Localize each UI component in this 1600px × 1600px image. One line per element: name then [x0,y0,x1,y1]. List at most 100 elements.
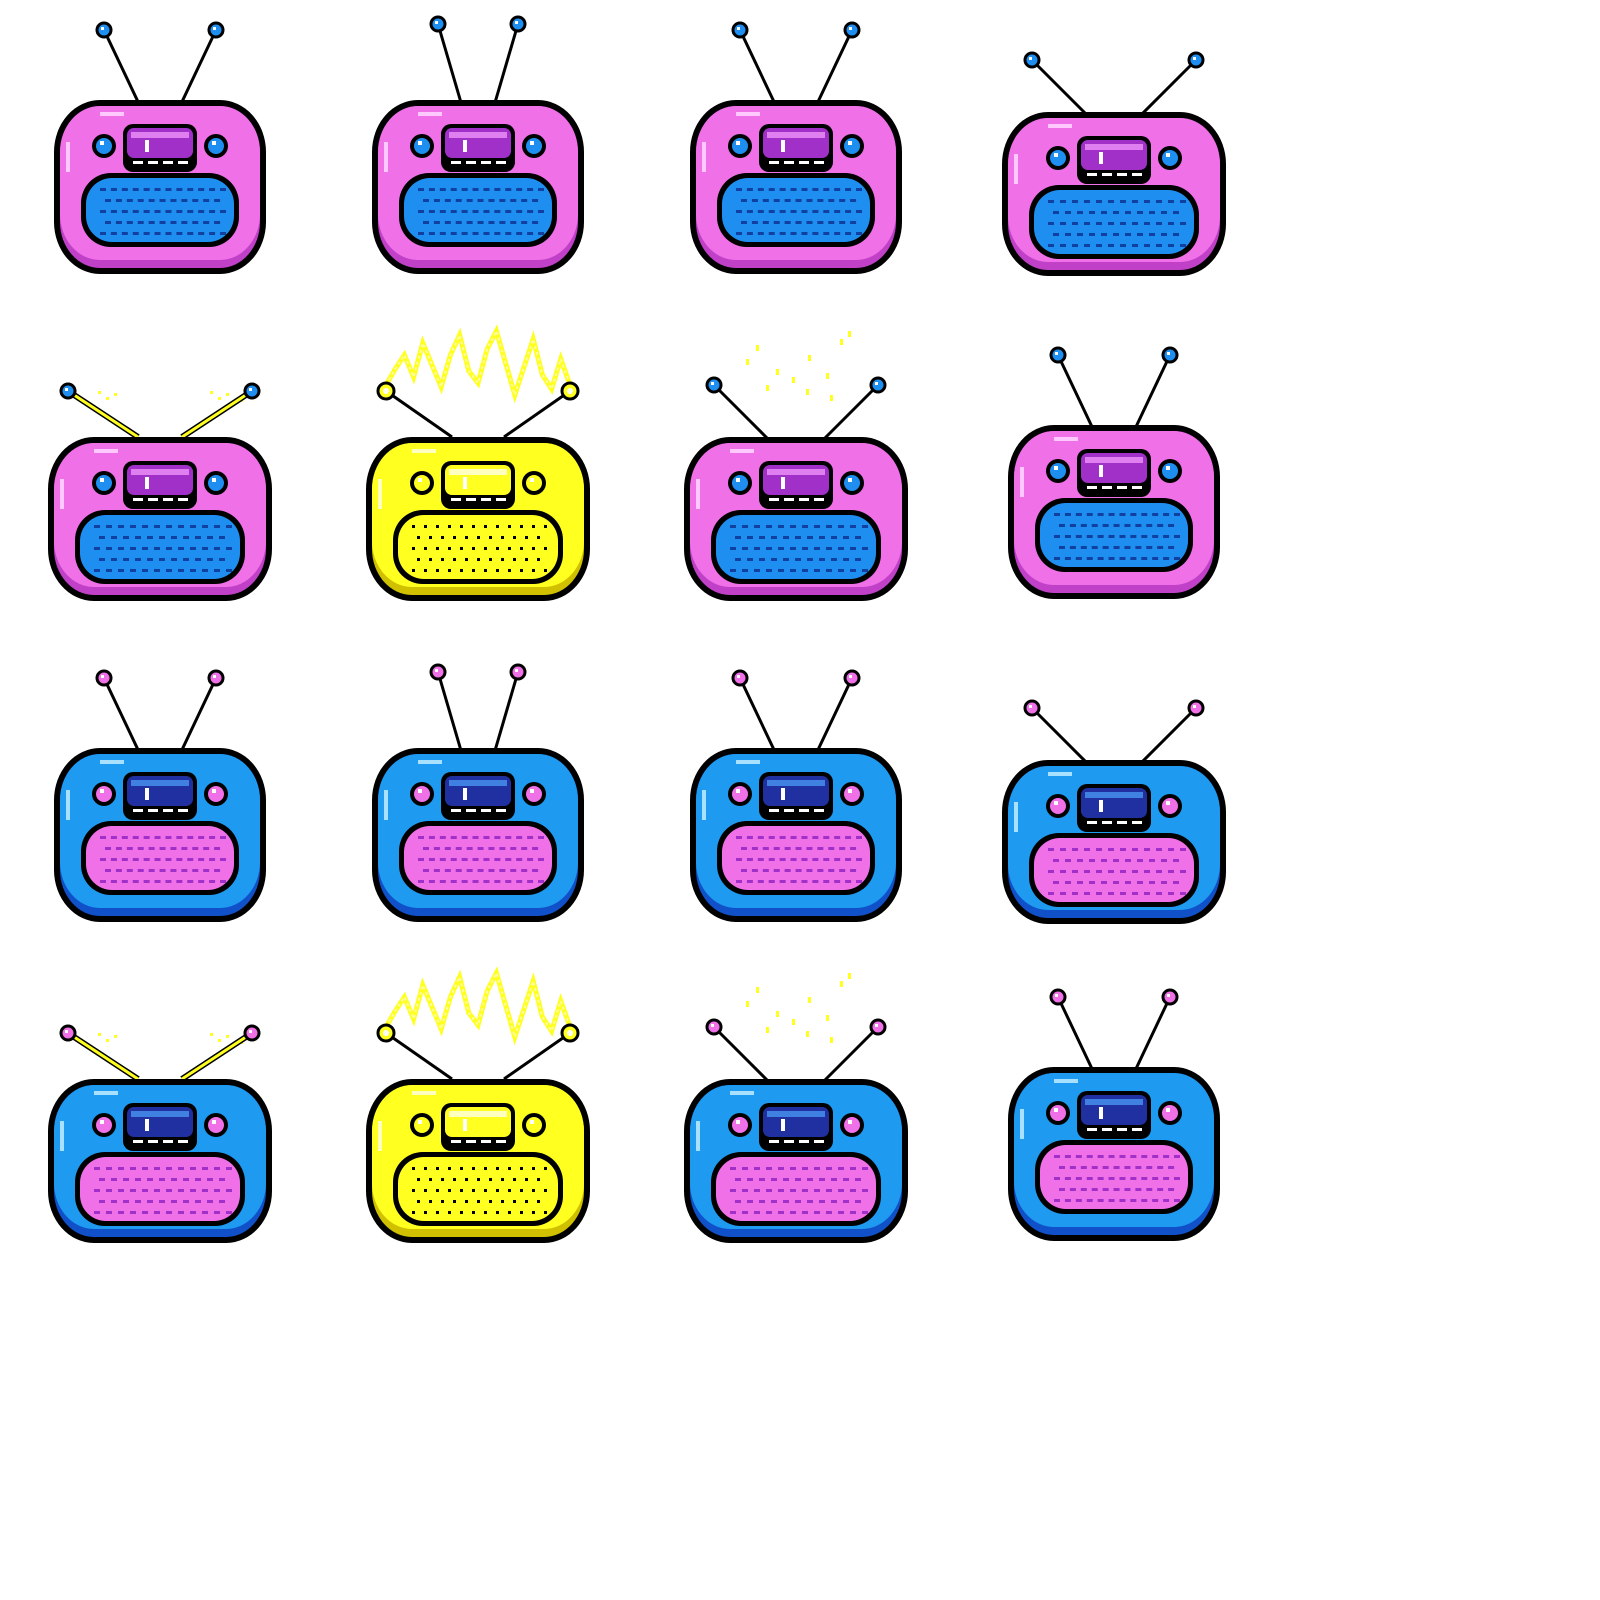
grille-hole [807,1200,813,1203]
grille-hole [148,199,155,202]
knob-icon [208,138,224,154]
spark-icon [756,987,759,993]
grille-hole [831,1178,837,1181]
grille-hole [790,880,797,883]
grille-hole [439,232,446,235]
grille-hole [1080,546,1087,549]
grille-hole [828,847,835,850]
knob-icon [208,475,224,491]
grille-hole [1125,881,1131,884]
grille-hole [817,869,824,872]
grille-hole [192,221,199,224]
grille-hole [159,558,165,561]
grille-hole [494,858,501,861]
tuner-needle [1099,1107,1103,1119]
grille-hole [483,858,490,861]
radio-highlight [736,112,760,116]
grille-hole [736,858,742,861]
grille-hole [855,1178,861,1181]
grille-hole [1161,211,1167,214]
grille-hole [856,188,862,191]
grille-hole [508,1189,511,1192]
grille-hole [795,869,802,872]
grille-hole [1108,513,1115,516]
knob-icon [844,786,860,802]
knob-shine [100,478,104,482]
grille-hole [826,547,832,550]
grille-hole [110,188,117,191]
grille-hole [1048,222,1054,225]
grille-hole [450,188,457,191]
grille-hole [1173,859,1179,862]
grille-hole [850,199,857,202]
radio-highlight [378,479,382,509]
grille-hole [505,210,512,213]
grille-hole [428,880,435,883]
grille-hole [838,1167,844,1170]
grille-hole [762,221,769,224]
grille-hole [778,547,784,550]
grille-hole [159,199,166,202]
grille-hole [795,221,802,224]
grille-hole [735,1178,741,1181]
grille-hole [754,525,760,528]
knob-shine [530,141,534,145]
knob-icon [96,1117,112,1133]
radio-highlight [66,142,70,172]
grille-hole [778,525,784,528]
spark-icon [776,1011,779,1017]
radio-highlight [1020,467,1024,497]
preset-button [466,498,476,501]
grille-hole [444,199,451,202]
grille-hole [135,536,141,539]
grille-hole [170,221,177,224]
grille-hole [508,569,511,572]
grille-hole [159,869,166,872]
grille-hole [762,199,769,202]
antenna-rod [814,29,854,107]
grille-hole [130,1189,136,1192]
grille-hole [198,880,205,883]
grille-hole [730,1211,736,1214]
grille-hole [1149,859,1155,862]
grille-hole [496,1189,499,1192]
grille-hole [428,210,435,213]
grille-hole [1075,513,1082,516]
grille-hole [1144,870,1150,873]
grille-hole [525,1178,528,1181]
grille-hole [1174,513,1180,516]
grille-hole [1141,1155,1148,1158]
grille-hole [472,569,475,572]
grille-hole [532,1211,535,1214]
grille-hole [187,836,194,839]
preset-button [784,1140,794,1143]
grille-hole [460,525,463,528]
tuner-highlight [1085,792,1143,798]
tuner-highlight [1085,144,1143,150]
grille-hole [1084,870,1090,873]
grille-hole [472,836,479,839]
grille-hole [544,1211,547,1214]
spark-icon [218,1039,221,1042]
grille-hole [754,1211,760,1214]
antenna-tip-shine [711,1024,714,1027]
grille-hole [1168,848,1174,851]
grille-hole [477,1178,480,1181]
radio-sprite [1002,699,1226,924]
radio-highlight [384,142,388,172]
grille-hole [1086,557,1093,560]
grille-hole [1097,1155,1104,1158]
grille-hole [214,547,220,550]
grille-hole [428,858,435,861]
grille-hole [850,869,857,872]
grille-hole [190,1167,196,1170]
grille-hole [795,536,801,539]
knob-icon [1050,150,1066,166]
grille-hole [214,869,221,872]
grille-hole [1132,892,1138,895]
grille-hole [207,1200,213,1203]
grille-hole [790,525,796,528]
grille-hole [527,188,534,191]
grille-hole [1102,524,1109,527]
grille-hole [453,1200,456,1203]
